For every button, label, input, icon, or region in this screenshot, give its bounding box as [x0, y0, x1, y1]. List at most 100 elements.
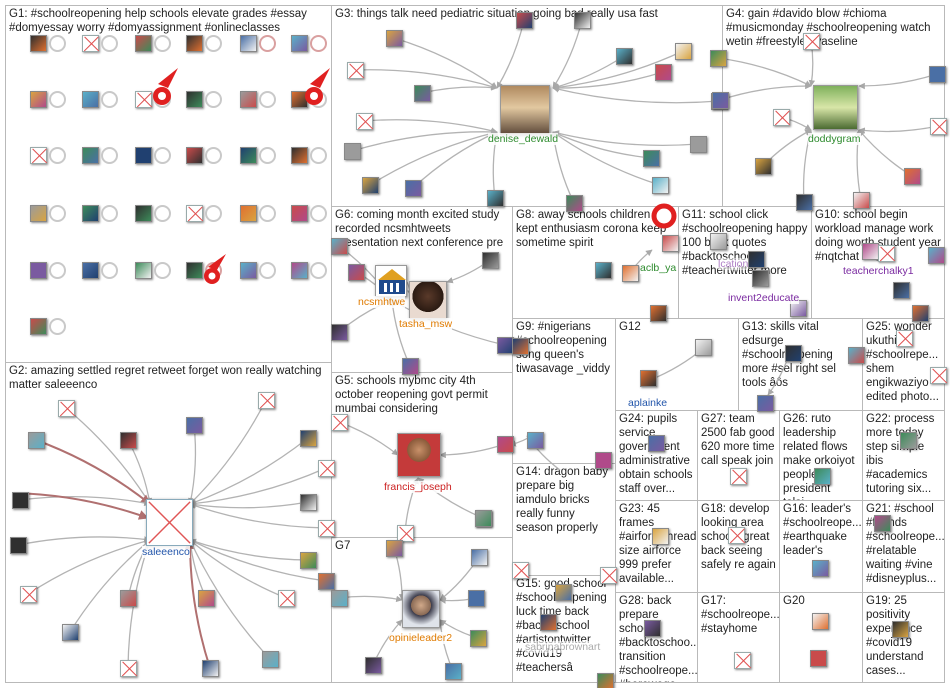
broken-image-icon[interactable] [347, 62, 364, 79]
account-avatar[interactable] [291, 205, 308, 222]
account-avatar[interactable] [690, 136, 707, 153]
broken-image-icon[interactable] [896, 330, 913, 347]
account-avatar[interactable] [470, 630, 487, 647]
hub-label-francis-joseph[interactable]: francis_joseph [384, 481, 452, 493]
account-avatar[interactable] [30, 205, 47, 222]
account-avatar[interactable] [650, 305, 667, 322]
account-avatar[interactable] [516, 12, 533, 29]
account-avatar[interactable] [652, 528, 669, 545]
broken-image-icon[interactable] [258, 392, 275, 409]
account-avatar[interactable] [240, 262, 257, 279]
account-avatar[interactable] [62, 624, 79, 641]
account-avatar[interactable] [318, 573, 335, 590]
broken-image-icon[interactable] [318, 460, 335, 477]
account-avatar[interactable] [186, 147, 203, 164]
account-avatar[interactable] [874, 515, 891, 532]
account-avatar[interactable] [785, 345, 802, 362]
account-avatar[interactable] [595, 262, 612, 279]
hub-avatar-opinieleader2[interactable] [402, 590, 440, 628]
broken-image-icon[interactable] [734, 652, 751, 669]
hub-avatar-ncsmhtweets[interactable] [375, 265, 407, 297]
account-avatar[interactable] [912, 305, 929, 322]
account-avatar[interactable] [616, 48, 633, 65]
account-avatar[interactable] [810, 650, 827, 667]
broken-image-icon[interactable] [20, 586, 37, 603]
account-avatar[interactable] [652, 177, 669, 194]
account-avatar[interactable] [643, 150, 660, 167]
account-avatar[interactable] [904, 168, 921, 185]
account-avatar[interactable] [262, 651, 279, 668]
hub-label-aclb-ya[interactable]: aclb_ya [640, 262, 677, 274]
account-avatar[interactable] [186, 417, 203, 434]
broken-image-icon[interactable] [356, 113, 373, 130]
broken-image-icon[interactable] [512, 562, 529, 579]
broken-image-icon[interactable] [600, 567, 617, 584]
account-avatar[interactable] [445, 663, 462, 680]
hub-avatar-doddygram[interactable] [813, 85, 858, 130]
account-avatar[interactable] [135, 205, 152, 222]
account-avatar[interactable] [135, 35, 152, 52]
account-avatar[interactable] [622, 265, 639, 282]
hub-label-teacherchalky1[interactable]: teacherchalky1 [843, 265, 914, 277]
account-avatar[interactable] [527, 432, 544, 449]
account-avatar[interactable] [648, 435, 665, 452]
broken-image-icon[interactable] [30, 147, 47, 164]
account-avatar[interactable] [848, 347, 865, 364]
broken-image-icon[interactable] [397, 525, 414, 542]
broken-image-icon[interactable] [331, 414, 348, 431]
account-avatar[interactable] [482, 252, 499, 269]
account-avatar[interactable] [120, 590, 137, 607]
account-avatar[interactable] [135, 262, 152, 279]
account-avatar[interactable] [497, 436, 514, 453]
account-avatar[interactable] [300, 494, 317, 511]
account-avatar[interactable] [186, 262, 203, 279]
account-avatar[interactable] [710, 50, 727, 67]
account-avatar[interactable] [331, 238, 348, 255]
account-avatar[interactable] [812, 613, 829, 630]
account-avatar[interactable] [186, 35, 203, 52]
account-avatar[interactable] [300, 552, 317, 569]
account-avatar[interactable] [512, 338, 529, 355]
account-avatar[interactable] [405, 180, 422, 197]
account-avatar[interactable] [487, 190, 504, 207]
broken-image-icon[interactable] [930, 118, 947, 135]
broken-image-icon[interactable] [728, 527, 745, 544]
hub-avatar-saleeenco[interactable] [146, 499, 193, 546]
account-avatar[interactable] [291, 35, 308, 52]
account-avatar[interactable] [900, 432, 917, 449]
account-avatar[interactable] [291, 147, 308, 164]
account-avatar[interactable] [471, 549, 488, 566]
broken-image-icon[interactable] [878, 245, 895, 262]
account-avatar[interactable] [755, 158, 772, 175]
account-avatar[interactable] [475, 510, 492, 527]
account-avatar[interactable] [574, 12, 591, 29]
account-avatar[interactable] [30, 318, 47, 335]
account-avatar[interactable] [240, 35, 257, 52]
account-avatar[interactable] [12, 492, 29, 509]
account-avatar[interactable] [386, 540, 403, 557]
account-avatar[interactable] [812, 560, 829, 577]
account-avatar[interactable] [240, 91, 257, 108]
account-avatar[interactable] [597, 673, 614, 688]
account-avatar[interactable] [853, 192, 870, 209]
account-avatar[interactable] [202, 660, 219, 677]
account-avatar[interactable] [929, 66, 946, 83]
broken-image-icon[interactable] [135, 91, 152, 108]
account-avatar[interactable] [30, 91, 47, 108]
account-avatar[interactable] [82, 91, 99, 108]
hub-label-doddygram[interactable]: doddygram [808, 133, 861, 145]
account-avatar[interactable] [82, 262, 99, 279]
account-avatar[interactable] [644, 620, 661, 637]
hub-label-tasha-msw[interactable]: tasha_msw [399, 318, 453, 330]
broken-image-icon[interactable] [803, 33, 820, 50]
account-avatar[interactable] [240, 147, 257, 164]
account-avatar[interactable] [186, 91, 203, 108]
account-avatar[interactable] [893, 282, 910, 299]
broken-image-icon[interactable] [930, 367, 947, 384]
account-avatar[interactable] [362, 177, 379, 194]
account-avatar[interactable] [662, 235, 679, 252]
account-avatar[interactable] [814, 468, 831, 485]
hub-label-lauracanhq[interactable]: lcation [718, 258, 749, 270]
hub-avatar-tasha-msw[interactable] [409, 281, 447, 319]
account-avatar[interactable] [675, 43, 692, 60]
